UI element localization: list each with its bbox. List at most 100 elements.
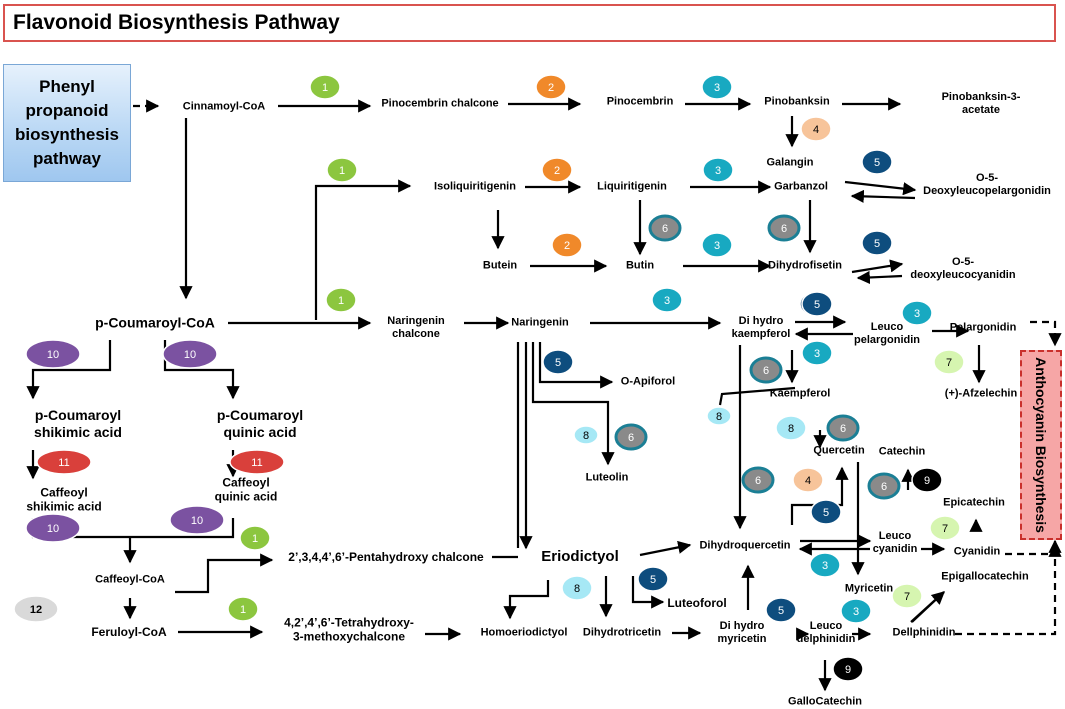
compound-pinobanksin-acetate: Pinobanksin-3- acetate — [941, 90, 1021, 116]
enzyme-10-marker: 10 — [169, 505, 225, 535]
reaction-arrow — [503, 580, 550, 620]
enzyme-number: 8 — [583, 430, 589, 442]
reaction-arrow — [844, 180, 917, 196]
enzyme-6-marker: 6 — [648, 214, 682, 242]
enzyme-3-marker: 3 — [809, 552, 841, 578]
enzyme-badge — [326, 157, 358, 183]
reaction-arrow — [850, 189, 916, 203]
reaction-arrow — [26, 340, 112, 400]
compound-leucocyanidin: Leuco cyanidin — [872, 529, 918, 555]
enzyme-number: 10 — [47, 349, 59, 361]
enzyme-number: 5 — [650, 574, 656, 586]
enzyme-number: 11 — [58, 457, 69, 469]
enzyme-badge — [861, 149, 893, 175]
compound-naringenin: Naringenin — [511, 316, 569, 329]
compound-leucodelphinidin: Leuco delphinidin — [796, 619, 856, 645]
enzyme-number: 3 — [714, 82, 720, 94]
enzyme-number: 1 — [338, 295, 344, 307]
enzyme-6-marker: 6 — [767, 214, 801, 242]
enzyme-badge — [901, 300, 933, 326]
enzyme-1-marker: 1 — [227, 596, 259, 622]
compound-myricetin: Myricetin — [844, 582, 894, 595]
reaction-arrow — [718, 386, 796, 406]
enzyme-3-marker: 3 — [702, 157, 734, 183]
enzyme-10-marker: 10 — [25, 339, 81, 369]
enzyme-number: 6 — [628, 432, 634, 444]
enzyme-badge — [765, 597, 797, 623]
reaction-arrow — [175, 553, 274, 594]
compound-p-coumaroyl-quinic-acid: p-Coumaroyl quinic acid — [216, 407, 304, 440]
compound-dihydromyricetin: Di hydro myricetin — [717, 619, 767, 645]
enzyme-number: 3 — [822, 560, 828, 572]
reaction-arrow — [1005, 539, 1062, 556]
reaction-arrow — [851, 259, 904, 274]
enzyme-7-marker: 7 — [891, 583, 923, 609]
enzyme-number: 3 — [814, 348, 820, 360]
enzyme-number: 12 — [30, 604, 42, 616]
enzyme-badge — [775, 415, 807, 441]
enzyme-6-marker: 6 — [826, 414, 860, 442]
enzyme-7-marker: 7 — [933, 349, 965, 375]
enzyme-number: 3 — [914, 308, 920, 320]
enzyme-badge — [800, 116, 832, 142]
enzyme-badge — [701, 74, 733, 100]
enzyme-badge — [801, 340, 833, 366]
enzyme-badge — [239, 525, 271, 551]
compound-pinocembrin: Pinocembrin — [606, 95, 674, 108]
enzyme-number: 5 — [814, 299, 820, 311]
enzyme-number: 1 — [322, 82, 328, 94]
enzyme-badge — [767, 214, 801, 242]
enzyme-number: 3 — [715, 165, 721, 177]
enzyme-badge — [229, 449, 285, 475]
enzyme-badge — [840, 598, 872, 624]
enzyme-2-marker: 2 — [551, 232, 583, 258]
enzyme-badge — [861, 230, 893, 256]
compound-tetrahydroxy-methoxychalcone: 4,2’,4’,6’-Tetrahydroxy- 3-methoxychalco… — [284, 615, 414, 644]
enzyme-5-marker: 5 — [861, 230, 893, 256]
compound-o5-deoxyleucocyanidin: O-5-deoxyleucocyanidin — [910, 255, 1016, 281]
enzyme-badge — [169, 505, 225, 535]
enzyme-number: 5 — [874, 238, 880, 250]
enzyme-badge — [541, 157, 573, 183]
compound-caffeoyl-coa: Caffeoyl-CoA — [95, 573, 165, 586]
enzyme-number: 6 — [763, 365, 769, 377]
compound-pelargonidin: Pelargonidin — [949, 321, 1017, 334]
enzyme-8-marker: 8 — [573, 425, 599, 445]
enzyme-markers: 1111122233333333445555555566666667778888… — [13, 74, 965, 682]
enzyme-badge — [891, 583, 923, 609]
compound-cinnamoyl-coa: Cinnamoyl-CoA — [182, 100, 266, 113]
reaction-arrow — [1030, 320, 1062, 347]
enzyme-6-marker: 6 — [741, 466, 775, 494]
enzyme-number: 4 — [805, 475, 811, 487]
compound-o5-deoxyleucopelargonidin: O-5- Deoxyleucopelargonidin — [923, 171, 1051, 197]
enzyme-badge — [25, 339, 81, 369]
enzyme-number: 6 — [781, 223, 787, 235]
enzyme-4-marker: 4 — [792, 467, 824, 493]
enzyme-badge — [832, 656, 864, 682]
enzyme-number: 10 — [47, 523, 59, 535]
enzyme-badge — [542, 349, 574, 375]
enzyme-number: 7 — [904, 591, 910, 603]
compound-homoeriodictyol: Homoeriodictyol — [480, 626, 568, 639]
enzyme-2-marker: 2 — [541, 157, 573, 183]
enzyme-badge — [809, 552, 841, 578]
enzyme-number: 5 — [823, 507, 829, 519]
enzyme-badge — [13, 595, 59, 623]
enzyme-number: 9 — [845, 664, 851, 676]
compound-epigallocatechin: Epigallocatechin — [941, 570, 1029, 583]
enzyme-number: 5 — [555, 357, 561, 369]
enzyme-number: 11 — [251, 457, 262, 469]
anthocyanin-biosynthesis-label: Anthocyanin Biosynthesis — [1033, 357, 1049, 533]
enzyme-badge — [749, 356, 783, 384]
enzyme-number: 3 — [714, 240, 720, 252]
compound-pentahydroxy-chalcone: 2’,3,4,4’,6’-Pentahydroxy chalcone — [288, 549, 484, 564]
enzyme-number: 1 — [240, 604, 246, 616]
compound-delphinidin: Dellphinidin — [892, 626, 956, 639]
enzyme-number: 10 — [191, 515, 203, 527]
enzyme-3-marker: 3 — [701, 74, 733, 100]
enzyme-number: 5 — [778, 605, 784, 617]
enzyme-10-marker: 10 — [162, 339, 218, 369]
enzyme-6-marker: 6 — [749, 356, 783, 384]
enzyme-9-marker: 9 — [832, 656, 864, 682]
